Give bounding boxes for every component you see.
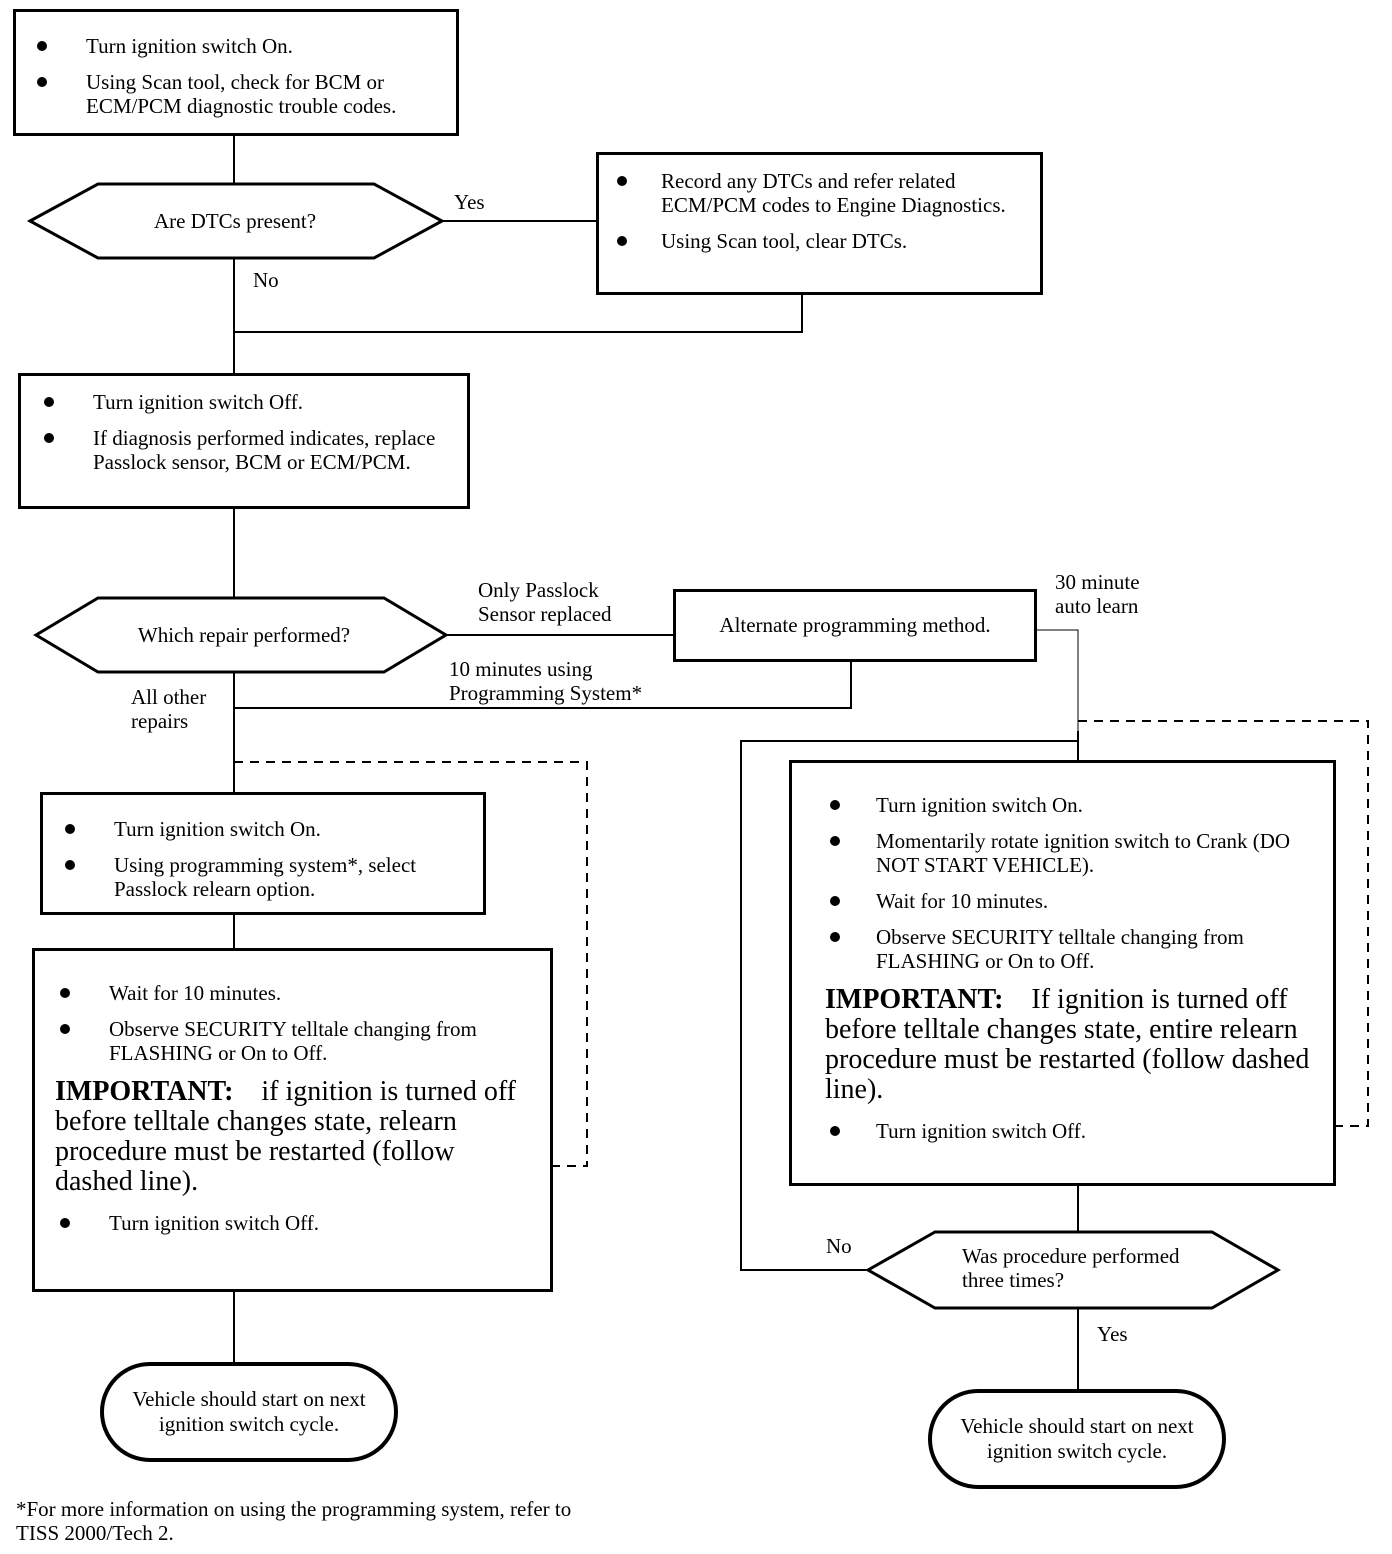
terminal-left: Vehicle should start on next ignition sw… bbox=[100, 1362, 398, 1462]
label-ten-minutes: 10 minutes using Programming System* bbox=[449, 657, 643, 705]
decision-repair: Which repair performed? bbox=[137, 623, 351, 647]
list-item: Turn ignition switch Off. bbox=[44, 390, 457, 414]
label-no-loop: No bbox=[826, 1234, 852, 1258]
list-item: Turn ignition switch On. bbox=[37, 34, 446, 58]
list-item: Using Scan tool, clear DTCs. bbox=[617, 229, 1028, 253]
bullet-icon bbox=[60, 1024, 70, 1034]
list-item: Turn ignition switch On. bbox=[65, 817, 473, 841]
alternate-method-box: Alternate programming method. bbox=[673, 589, 1037, 662]
list-item: Using Scan tool, check for BCM or ECM/PC… bbox=[37, 70, 446, 118]
list-item: Observe SECURITY telltale changing from … bbox=[830, 925, 1319, 973]
list-item: Momentarily rotate ignition switch to Cr… bbox=[830, 829, 1319, 877]
bullet-icon bbox=[37, 41, 47, 51]
list-item: Wait for 10 minutes. bbox=[830, 889, 1319, 913]
list-item: Observe SECURITY telltale changing from … bbox=[60, 1017, 536, 1065]
connector bbox=[740, 740, 1078, 1271]
dashed-loop-left bbox=[234, 761, 588, 1167]
important-note: IMPORTANT: If ignition is turned off bef… bbox=[825, 984, 1310, 1105]
bullet-icon bbox=[60, 1218, 70, 1228]
connector bbox=[234, 660, 852, 709]
label-yes: Yes bbox=[454, 190, 485, 214]
list-item: Turn ignition switch Off. bbox=[830, 1119, 1319, 1143]
label-thirty-minute: 30 minute auto learn bbox=[1055, 570, 1140, 618]
list-item: Record any DTCs and refer related ECM/PC… bbox=[617, 169, 1028, 217]
label-yes-done: Yes bbox=[1097, 1322, 1128, 1346]
bullet-icon bbox=[830, 836, 840, 846]
decision-hexagon-dtcs bbox=[26, 182, 446, 260]
decision-three-times: Was procedure performed three times? bbox=[962, 1244, 1180, 1292]
decision-hexagon-three-times bbox=[864, 1230, 1282, 1310]
bullet-icon bbox=[44, 433, 54, 443]
wait-left-box: Wait for 10 minutes. Observe SECURITY te… bbox=[32, 948, 553, 1292]
decision-hexagon-repair bbox=[33, 596, 449, 674]
label-no: No bbox=[253, 268, 279, 292]
start-box: Turn ignition switch On. Using Scan tool… bbox=[13, 9, 459, 136]
label-only-passlock: Only Passlock Sensor replaced bbox=[478, 578, 612, 626]
bullet-icon bbox=[37, 77, 47, 87]
label-all-other: All other repairs bbox=[131, 685, 207, 733]
list-item: Using programming system*, select Passlo… bbox=[65, 853, 473, 901]
bullet-icon bbox=[830, 1126, 840, 1136]
bullet-icon bbox=[60, 988, 70, 998]
bullet-icon bbox=[617, 176, 627, 186]
dashed-loop-right bbox=[1078, 720, 1369, 1127]
list-item: If diagnosis performed indicates, replac… bbox=[44, 426, 457, 474]
connector bbox=[234, 293, 803, 333]
bullet-icon bbox=[830, 896, 840, 906]
record-dtcs-box: Record any DTCs and refer related ECM/PC… bbox=[596, 152, 1043, 295]
relearn-box: Turn ignition switch On. Using programmi… bbox=[40, 792, 486, 915]
decision-dtcs: Are DTCs present? bbox=[153, 209, 317, 233]
bullet-icon bbox=[830, 932, 840, 942]
bullet-icon bbox=[65, 824, 75, 834]
connector-thin bbox=[1036, 629, 1079, 731]
bullet-icon bbox=[65, 860, 75, 870]
wait-right-box: Turn ignition switch On. Momentarily rot… bbox=[789, 760, 1336, 1186]
terminal-right: Vehicle should start on next ignition sw… bbox=[928, 1389, 1226, 1489]
footnote: *For more information on using the progr… bbox=[16, 1497, 572, 1545]
list-item: Wait for 10 minutes. bbox=[60, 981, 536, 1005]
list-item: Turn ignition switch Off. bbox=[60, 1211, 536, 1235]
bullet-icon bbox=[617, 236, 627, 246]
list-item: Turn ignition switch On. bbox=[830, 793, 1319, 817]
bullet-icon bbox=[44, 397, 54, 407]
off-replace-box: Turn ignition switch Off. If diagnosis p… bbox=[18, 373, 470, 509]
important-note: IMPORTANT: if ignition is turned off bef… bbox=[55, 1076, 516, 1197]
bullet-icon bbox=[830, 800, 840, 810]
